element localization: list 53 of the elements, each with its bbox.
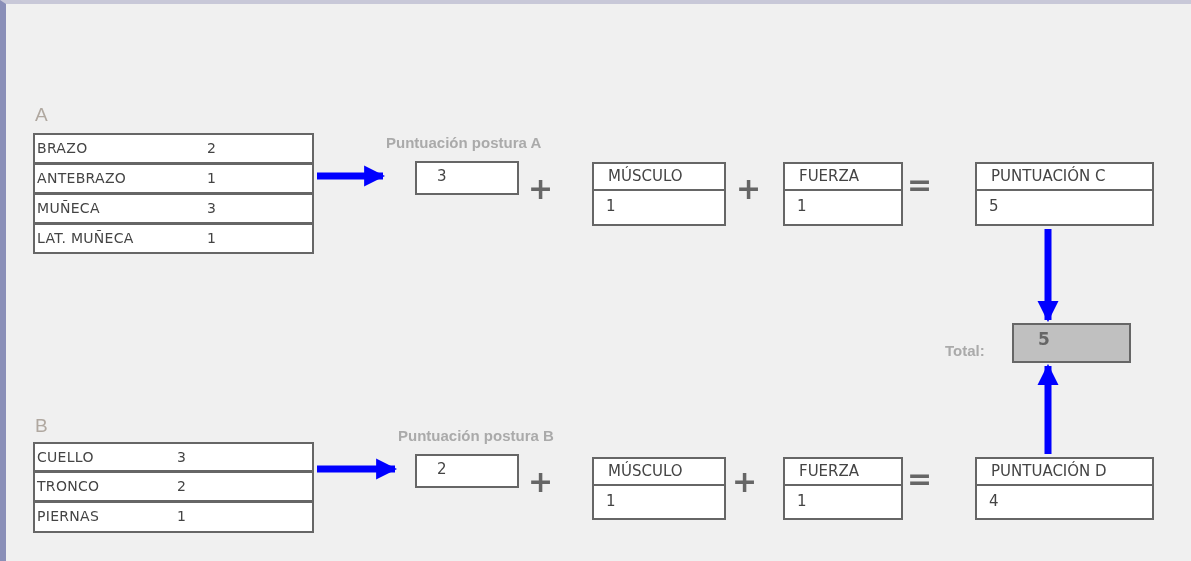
score-table (783, 162, 903, 226)
math-sign: + (732, 467, 758, 497)
row-value: 1 (177, 508, 187, 524)
score-field: 3 (415, 161, 519, 195)
row-value: 2 (207, 140, 217, 156)
value-cell-text: 1 (796, 491, 808, 512)
score-table (975, 162, 1154, 226)
column-header: MÚSCULO (594, 164, 724, 191)
row-label: LAT. MUÑECA (37, 230, 134, 246)
table-row (33, 442, 314, 472)
row-label: CUELLO (37, 449, 94, 465)
value-cell-text: 1 (605, 196, 617, 217)
group-heading: A (35, 104, 48, 126)
row-label: PIERNAS (37, 508, 100, 524)
math-sign: = (907, 464, 933, 494)
score-table (975, 457, 1154, 520)
column-header: FUERZA (785, 459, 901, 486)
column-header: FUERZA (785, 164, 901, 191)
score-field: 2 (415, 454, 519, 488)
row-label: ANTEBRAZO (37, 170, 127, 186)
math-sign: = (907, 170, 933, 200)
row-label: MUÑECA (37, 200, 100, 216)
score-table (592, 162, 726, 226)
column-header: MÚSCULO (594, 459, 724, 486)
table-row (33, 501, 314, 533)
row-value: 1 (207, 230, 217, 246)
group-heading: B (35, 415, 48, 437)
row-value: 3 (207, 200, 217, 216)
row-value: 3 (177, 449, 187, 465)
score-table (783, 457, 903, 520)
value-cell-text: 4 (988, 491, 1000, 512)
math-sign: + (736, 174, 762, 204)
table-row (33, 471, 314, 502)
math-sign: + (528, 174, 554, 204)
column-header: PUNTUACIÓN C (977, 164, 1152, 191)
row-label: BRAZO (37, 140, 88, 156)
value-cell-text: 1 (605, 491, 617, 512)
row-value: 1 (207, 170, 217, 186)
column-header: PUNTUACIÓN D (977, 459, 1152, 486)
score-caption: Puntuación postura A (386, 134, 542, 151)
value-cell-text: 1 (796, 196, 808, 217)
value-cell-text: 5 (988, 196, 1000, 217)
total-caption: Total: (945, 342, 985, 359)
table-row (33, 163, 314, 194)
score-table (592, 457, 726, 520)
row-value: 2 (177, 478, 187, 494)
table-row (33, 223, 314, 254)
row-label: TRONCO (37, 478, 100, 494)
table-row (33, 133, 314, 164)
table-row (33, 193, 314, 224)
math-sign: + (528, 467, 554, 497)
total-field: 5 (1012, 323, 1131, 363)
score-caption: Puntuación postura B (398, 427, 554, 444)
